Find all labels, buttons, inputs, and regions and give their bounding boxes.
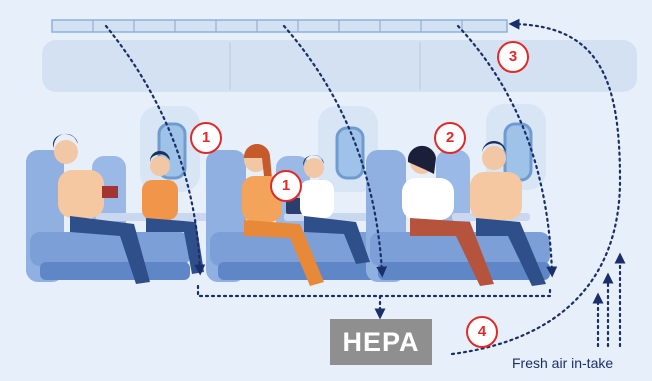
ceiling-air-vent xyxy=(52,20,507,32)
overhead-bins xyxy=(42,40,637,92)
marker-3: 3 xyxy=(497,41,529,73)
marker-4: 4 xyxy=(466,316,498,348)
fresh-air-intake-label: Fresh air in-take xyxy=(512,355,613,371)
marker-1-seat: 1 xyxy=(270,170,302,202)
marker-2: 2 xyxy=(434,122,466,154)
marker-1-window: 1 xyxy=(190,122,222,154)
hepa-filter-box: HEPA xyxy=(330,319,432,365)
